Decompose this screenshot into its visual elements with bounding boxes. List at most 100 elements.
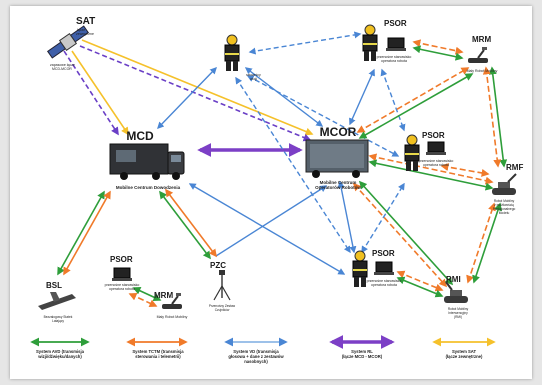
psor-mid-sub1: przenośne stanowisko xyxy=(419,159,454,163)
rmf-sub1: Robot Mobilny xyxy=(494,199,515,203)
legend-vd-l2: głosowa + dane z zestawów xyxy=(228,354,284,359)
avd-mcd-bsl xyxy=(57,190,105,276)
psor-bot-sub2: operatora robota xyxy=(371,283,397,287)
psor-mid-label: PSOR xyxy=(422,131,445,140)
tctm-mcd-bsl xyxy=(63,190,111,276)
legend-avd-l2: wizji/dźwięku/danych) xyxy=(37,354,82,359)
mcor-truck-icon xyxy=(305,139,369,178)
rmi-sub2: Interwencyjny xyxy=(448,311,468,315)
mcd-sub: Mobilne Centrum Dowodzenia xyxy=(116,185,181,190)
legend-avd-l1: System AVD (transmisja xyxy=(36,349,85,354)
legend-sat-l2: (łącze zewnętrzne) xyxy=(446,354,483,359)
ratownik-sub1: ratownicy xyxy=(246,73,261,77)
psor-left-sub1: przenośne stanowisko xyxy=(105,283,140,287)
mrm-bot-label: MRM xyxy=(154,291,173,300)
sat-to-mcd-line xyxy=(71,50,129,136)
satellite-icon xyxy=(46,25,90,59)
avd-psorbot-rmi xyxy=(396,276,444,298)
avd-mcor-rmf xyxy=(368,159,494,191)
rmi-robot-icon xyxy=(444,281,468,303)
communication-diagram: SAT łącze zewnętrzne zapasowe łącze MCD-… xyxy=(30,16,523,364)
psor-mid-sub2: operatora robota xyxy=(423,163,449,167)
vd-ratownik-psorbot xyxy=(235,76,351,254)
mcd-truck-icon xyxy=(109,143,185,180)
legend: System AVD (transmisja wizji/dźwięku/dan… xyxy=(30,335,496,364)
firefighter-icon xyxy=(224,34,240,71)
sat-link-label2: MCD-MCOR xyxy=(52,67,72,71)
pzc-sub1: Przenośny Zestaw xyxy=(209,304,236,308)
ratownik-sub2: akcji xyxy=(250,77,257,81)
tctm-mrmtop-rmf xyxy=(482,66,502,168)
laptop-icon xyxy=(374,261,394,275)
psor-top-label: PSOR xyxy=(384,19,407,28)
psor-top-sub1: przenośne stanowisko xyxy=(377,55,412,59)
vd-mcor-psorbot xyxy=(337,180,357,254)
pzc-label: PZC xyxy=(210,261,226,270)
laptop-icon xyxy=(426,141,446,155)
rmf-robot-icon xyxy=(492,173,517,195)
sat-sub2: zewnętrzne xyxy=(76,32,94,36)
mrm-bot-sub: Mały Robot Mobilny xyxy=(157,315,188,319)
rmi-sub3: (RMI) xyxy=(454,315,462,319)
tctm-psorleft-mrmbot xyxy=(128,293,158,307)
vd-mcd-ratownik xyxy=(157,66,217,130)
laptop-icon xyxy=(386,37,406,51)
legend-vd-l1: System VD (transmisja xyxy=(233,349,279,354)
psor-left-sub2: operatora robota xyxy=(109,287,135,291)
tctm-mcor-rmi xyxy=(352,182,448,288)
sat-link-label1: zapasowe łącze xyxy=(50,63,75,67)
diagram-frame: SAT łącze zewnętrzne zapasowe łącze MCD-… xyxy=(10,6,532,379)
tctm-mcor-mrmtop xyxy=(356,67,470,133)
psor-bot-label: PSOR xyxy=(372,249,395,258)
rmf-sub3: Funkcjonalnego xyxy=(493,207,516,211)
mcor-sub1: Mobilne Centrum xyxy=(320,180,357,185)
mcor-sub2: Operatorów Robotów xyxy=(315,185,361,190)
sensor-tripod-icon xyxy=(213,270,231,301)
pzc-sub2: Czujników xyxy=(215,308,230,312)
tctm-psortop-mrmtop xyxy=(412,39,464,55)
sat-label: SAT xyxy=(76,16,95,27)
vd-mcor-psortop xyxy=(349,68,375,126)
mcor-label: MCOR xyxy=(320,125,357,139)
small-robot-icon xyxy=(468,47,488,63)
legend-tctm-l2: sterowania i telemetrii) xyxy=(135,354,181,359)
bsl-sub2: Latający xyxy=(52,319,64,323)
firefighter-icon xyxy=(352,250,368,287)
rmi-label: RMI xyxy=(446,275,461,284)
small-robot-icon xyxy=(162,293,182,309)
bsl-sub1: Bezzałogowy Statek xyxy=(44,315,73,319)
avd-mcor-mrmtop xyxy=(358,73,474,139)
vd-psortop-psormid xyxy=(380,68,406,132)
tctm-rmi-rmf xyxy=(466,202,496,284)
bsl-label: BSL xyxy=(46,281,62,290)
tctm-psormid-rmf xyxy=(440,163,490,177)
rmf-sub4: Modelu xyxy=(499,211,510,215)
legend-rl-l1: System RL xyxy=(351,349,373,354)
rmi-sub1: Robot Mobilny xyxy=(448,307,469,311)
vd-pzc-mcor xyxy=(215,185,328,257)
mcd-label: MCD xyxy=(126,129,154,143)
tctm-mcd-pzc xyxy=(165,188,217,258)
avd-rmi-rmf xyxy=(472,202,502,284)
laptop-icon xyxy=(112,267,132,281)
sat-to-mcd-dash xyxy=(63,50,119,136)
mrm-top-label: MRM xyxy=(472,35,491,44)
psor-top-sub2: operatora robota xyxy=(381,59,407,63)
avd-mcor-rmi xyxy=(358,180,454,286)
psor-left-label: PSOR xyxy=(110,255,133,264)
rmf-sub2: z możliwością xyxy=(494,203,514,207)
links xyxy=(57,31,508,307)
vd-psorbot-psormid xyxy=(361,182,405,254)
avd-mrmtop-rmf xyxy=(488,66,508,168)
avd-mcd-pzc xyxy=(159,190,211,260)
legend-vd-l3: nasobnych) xyxy=(244,359,268,364)
vd-ratownik-psortop xyxy=(248,31,362,55)
sat-sub1: łącze xyxy=(77,28,85,32)
legend-tctm-l1: System TCTM (transmisja xyxy=(132,349,184,354)
avd-psortop-mrmtop xyxy=(412,45,464,61)
firefighter-icon xyxy=(362,24,378,61)
drone-icon xyxy=(38,292,76,310)
legend-sat-l1: System SAT xyxy=(452,349,477,354)
legend-rl-l2: (łącze MCD - MCOR) xyxy=(342,354,383,359)
sat-to-mcor-dash xyxy=(79,45,312,142)
